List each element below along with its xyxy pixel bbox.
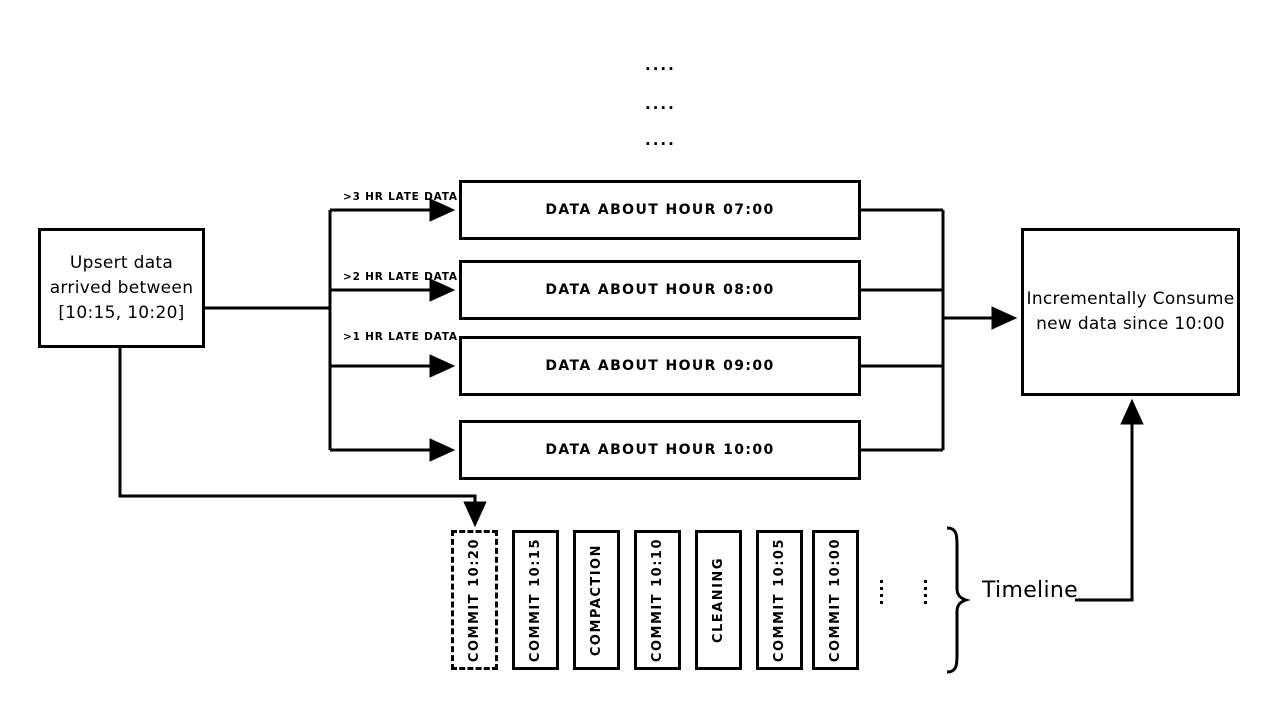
timeline-entry-commit-1015-label: COMMIT 10:15 — [528, 537, 543, 663]
hour-box-07-label: DATA ABOUT HOUR 07:00 — [545, 202, 775, 218]
timeline-entry-compaction-label: COMPACTION — [589, 543, 604, 657]
consume-line-1: Incrementally Consume — [1026, 289, 1235, 309]
timeline-entry-commit-1020: COMMIT 10:20 — [451, 530, 498, 670]
timeline-brace — [946, 526, 971, 674]
wire-source-to-commit — [118, 348, 487, 528]
wire-timeline-to-consume — [1075, 398, 1144, 602]
timeline-entry-commit-1005-label: COMMIT 10:05 — [772, 537, 787, 663]
hour-box-07: DATA ABOUT HOUR 07:00 — [459, 180, 861, 240]
hour-box-10-label: DATA ABOUT HOUR 10:00 — [545, 442, 775, 458]
timeline-entry-compaction: COMPACTION — [573, 530, 620, 670]
edge-label-3hr-late: >3 HR LATE DATA — [343, 191, 458, 203]
timeline-continuation-dots-2 — [924, 580, 927, 604]
timeline-entry-commit-1000-label: COMMIT 10:00 — [828, 537, 843, 663]
timeline-entry-commit-1010: COMMIT 10:10 — [634, 530, 681, 670]
hour-box-08: DATA ABOUT HOUR 08:00 — [459, 260, 861, 320]
timeline-entry-commit-1005: COMMIT 10:05 — [756, 530, 803, 670]
upsert-line-2: arrived between — [49, 277, 194, 298]
hour-box-09-label: DATA ABOUT HOUR 09:00 — [545, 358, 775, 374]
edge-label-1hr-late: >1 HR LATE DATA — [343, 331, 458, 343]
ellipsis-row-1: .... — [645, 56, 676, 74]
upsert-line-1: Upsert data — [69, 252, 174, 273]
timeline-entry-cleaning: CLEANING — [695, 530, 742, 670]
timeline-entry-commit-1020-label: COMMIT 10:20 — [467, 537, 482, 663]
edge-label-2hr-late: >2 HR LATE DATA — [343, 271, 458, 283]
ellipsis-row-3: .... — [645, 131, 676, 149]
hour-box-10: DATA ABOUT HOUR 10:00 — [459, 420, 861, 480]
timeline-entry-commit-1000: COMMIT 10:00 — [812, 530, 859, 670]
consume-line-2: new data since 10:00 — [1036, 314, 1225, 334]
timeline-entry-commit-1015: COMMIT 10:15 — [512, 530, 559, 670]
upsert-line-3: [10:15, 10:20] — [58, 302, 185, 323]
timeline-entry-cleaning-label: CLEANING — [711, 556, 726, 644]
hour-box-08-label: DATA ABOUT HOUR 08:00 — [545, 282, 775, 298]
incremental-consume-box: Incrementally Consume new data since 10:… — [1021, 228, 1240, 396]
hour-box-09: DATA ABOUT HOUR 09:00 — [459, 336, 861, 396]
timeline-continuation-dots-1 — [880, 580, 883, 604]
ellipsis-row-2: .... — [645, 95, 676, 113]
timeline-entry-commit-1010-label: COMMIT 10:10 — [650, 537, 665, 663]
timeline-label: Timeline — [982, 578, 1078, 603]
upsert-data-box: Upsert data arrived between [10:15, 10:2… — [38, 228, 205, 348]
